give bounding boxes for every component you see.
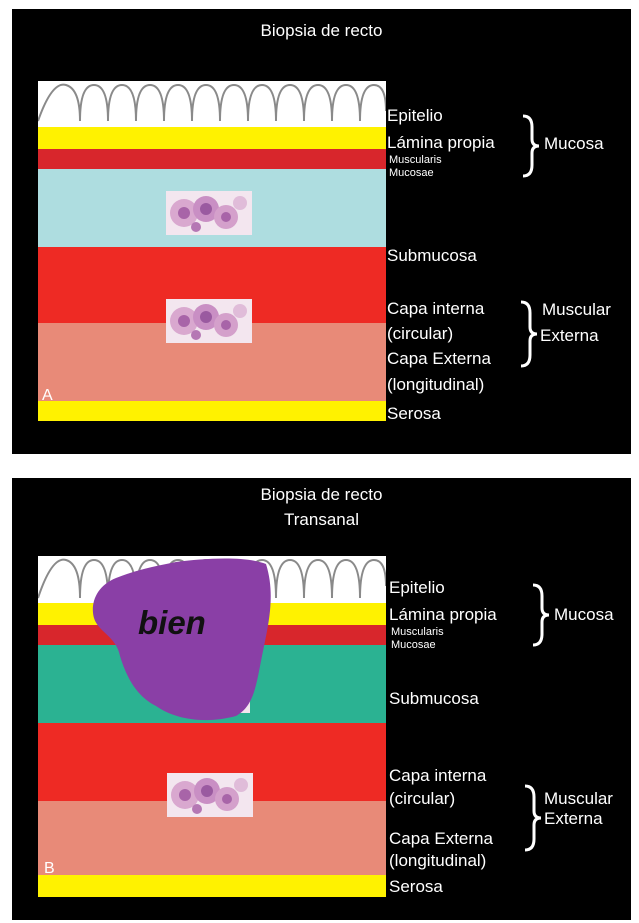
label-longitudinal: (longitudinal) <box>387 375 485 394</box>
muscular-brace <box>520 300 538 368</box>
label-epitelio: Epitelio <box>389 578 445 597</box>
label-muscularis: Muscularis <box>391 626 444 638</box>
histology-image-3 <box>167 773 253 817</box>
muscularis-mucosae-band <box>38 149 386 169</box>
blob-label: bien <box>138 604 206 641</box>
label-mucosae: Mucosae <box>391 639 436 651</box>
label-externa: Externa <box>544 809 603 828</box>
label-submucosa: Submucosa <box>389 689 479 708</box>
lamina-propria-band <box>38 127 386 149</box>
serosa-band <box>38 875 386 897</box>
label-mucosa: Mucosa <box>544 134 604 153</box>
label-lamina-propia: Lámina propia <box>389 605 497 624</box>
label-capa-interna: Capa interna <box>389 766 487 785</box>
label-serosa: Serosa <box>389 877 443 896</box>
label-epitelio: Epitelio <box>387 106 443 125</box>
label-capa-interna: Capa interna <box>387 299 485 318</box>
mucosa-brace <box>532 583 550 647</box>
label-circular: (circular) <box>387 324 454 343</box>
panel-b: Biopsia de recto Transanal bien B Epitel… <box>12 478 631 920</box>
panel-b-letter: B <box>44 860 55 877</box>
serosa-band <box>38 401 386 421</box>
muscular-brace <box>524 784 542 852</box>
biopsy-blob <box>92 558 271 721</box>
epithelium-band <box>38 81 386 127</box>
histology-image-1 <box>166 191 252 235</box>
label-submucosa: Submucosa <box>387 246 477 265</box>
label-muscularis: Muscularis <box>389 154 442 166</box>
label-capa-externa: Capa Externa <box>387 349 491 368</box>
panel-a-title: Biopsia de recto <box>260 21 383 40</box>
label-mucosae: Mucosae <box>389 167 434 179</box>
label-serosa: Serosa <box>387 404 441 423</box>
histology-image-2 <box>166 299 252 343</box>
label-externa: Externa <box>540 326 599 345</box>
label-muscular: Muscular <box>544 789 613 808</box>
label-circular: (circular) <box>389 789 456 808</box>
label-muscular: Muscular <box>542 300 611 319</box>
panel-b-subtitle: Transanal <box>284 510 359 529</box>
panel-b-title: Biopsia de recto <box>260 485 383 504</box>
label-lamina-propia: Lámina propia <box>387 133 495 152</box>
label-mucosa: Mucosa <box>554 605 614 624</box>
epithelium-wave <box>38 83 386 122</box>
label-longitudinal: (longitudinal) <box>389 851 487 870</box>
panel-a-letter: A <box>42 387 53 404</box>
panel-a: Biopsia de recto A Epitelio Lámina propi… <box>12 9 631 454</box>
mucosa-brace <box>522 114 540 178</box>
label-capa-externa: Capa Externa <box>389 829 493 848</box>
